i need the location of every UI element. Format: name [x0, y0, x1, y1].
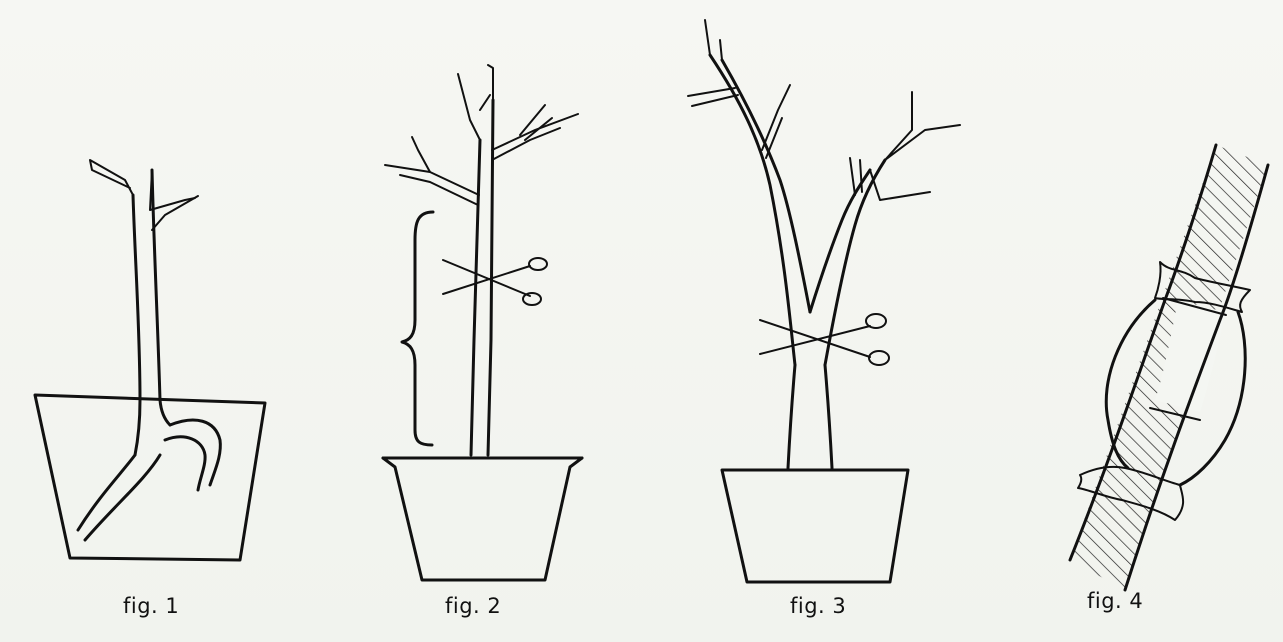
fig2-trunk-left	[471, 140, 480, 455]
figure-3-forked-tree	[688, 20, 960, 582]
fig2-brace	[402, 212, 433, 445]
fig3-pot	[722, 470, 908, 582]
fig3-trunk-left	[788, 365, 795, 468]
fig1-trunk-left	[133, 195, 140, 455]
figure-3-caption: fig. 3	[790, 594, 846, 618]
fig2-pot	[383, 458, 582, 580]
figure-2-caption: fig. 2	[445, 594, 501, 618]
fig1-root-inner	[165, 437, 205, 490]
figure-1-tree-in-pot	[35, 160, 265, 560]
figure-1-caption: fig. 1	[123, 594, 179, 618]
fig1-root-lower	[78, 455, 135, 530]
fig1-root-lower2	[85, 455, 160, 540]
fig1-pot	[35, 395, 265, 560]
figure-2-cut-trunk	[383, 65, 582, 580]
fig2-scissors	[443, 258, 547, 305]
figure-4-caption: fig. 4	[1087, 589, 1143, 613]
fig1-root-outer	[170, 420, 220, 485]
fig3-scissors	[760, 314, 889, 365]
fig3-trunk-right	[825, 365, 832, 468]
figure-4-air-layer	[1040, 130, 1283, 610]
